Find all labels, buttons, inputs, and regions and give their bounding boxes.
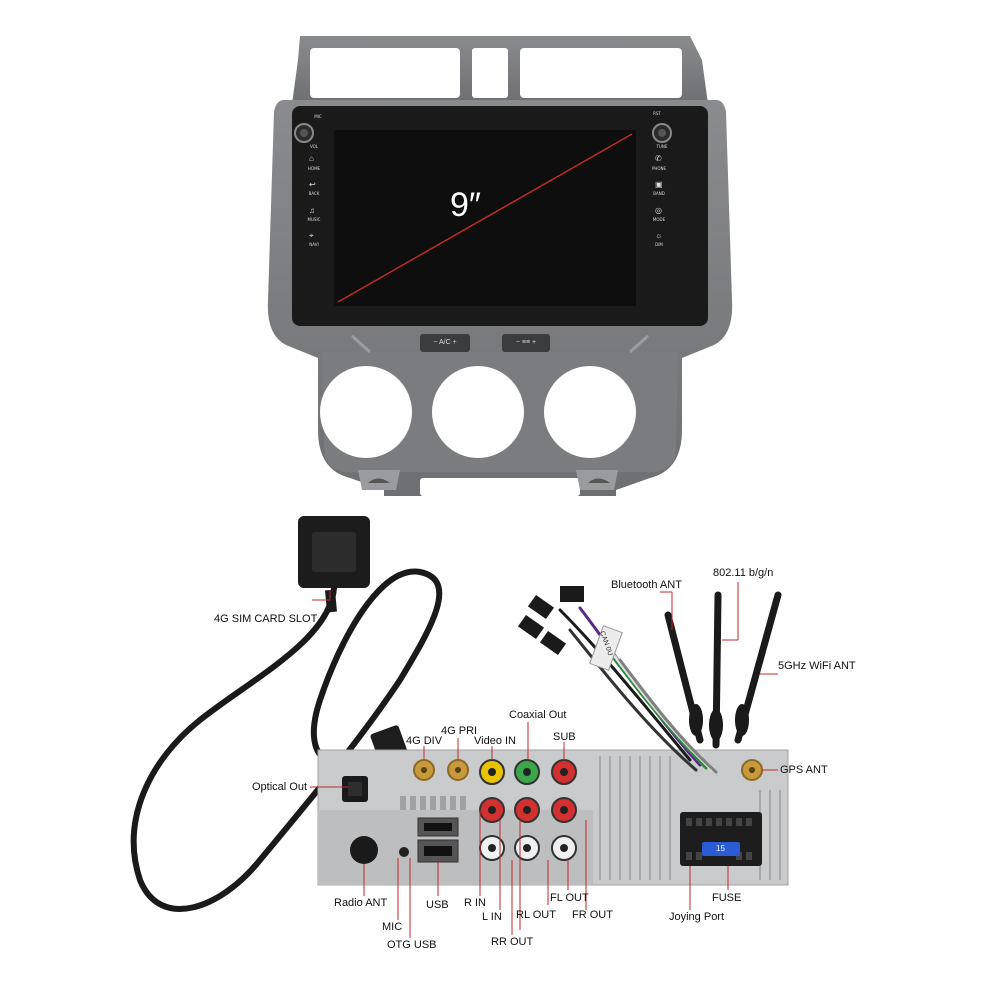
left-btn-music[interactable]: MUSIC [307, 217, 321, 222]
label-bluetooth-ant: Bluetooth ANT [611, 579, 682, 591]
label-l-in: L IN [482, 911, 502, 923]
rear-panel-diagram [130, 516, 789, 938]
label-4g-div: 4G DIV [406, 735, 443, 747]
label-fr-out: FR OUT [572, 909, 613, 921]
navi-pin-icon: ⌖ [309, 231, 314, 240]
label-wifi-24: 802.11 b/g/n [713, 567, 774, 579]
radio-icon: ▣ [655, 180, 663, 189]
right-btn-band[interactable]: BAND [653, 191, 665, 196]
defrost-button[interactable]: − ≡≡ + [502, 334, 550, 352]
screen-diagonal [337, 133, 633, 303]
label-coaxial-out: Coaxial Out [509, 709, 567, 721]
left-btn-mic[interactable]: MIC [314, 114, 322, 119]
label-rr-out: RR OUT [491, 936, 534, 948]
brightness-icon: ☼ [655, 231, 663, 240]
label-joying-port: Joying Port [669, 911, 725, 923]
mode-icon: ◎ [655, 206, 662, 215]
label-video-in: Video IN [474, 735, 516, 747]
label-usb: USB [426, 899, 449, 911]
right-btn-rst[interactable]: RST [653, 111, 661, 116]
left-btn-navi[interactable]: NAVI [309, 242, 319, 247]
right-btn-tune[interactable]: TUNE [656, 144, 668, 149]
left-btn-home[interactable]: HOME [307, 166, 321, 171]
left-btn-vol[interactable]: VOL [309, 144, 319, 149]
left-btn-back[interactable]: BACK [308, 191, 320, 196]
fuse-value: 15 [716, 844, 725, 853]
right-btn-phone[interactable]: PHONE [651, 166, 667, 171]
label-sub: SUB [553, 731, 576, 743]
label-4g-pri: 4G PRI [441, 725, 478, 737]
right-btn-dim[interactable]: DIM [655, 242, 663, 247]
label-sim-slot: 4G SIM CARD SLOT [214, 613, 318, 625]
back-icon: ↩ [309, 180, 316, 189]
label-fuse: FUSE [712, 892, 742, 904]
label-fl-out: FL OUT [550, 892, 589, 904]
phone-icon: ✆ [655, 154, 662, 163]
label-gps-ant: GPS ANT [780, 764, 828, 776]
label-mic: MIC [382, 921, 403, 933]
music-icon: ♫ [309, 206, 315, 215]
right-btn-mode[interactable]: MODE [652, 217, 666, 222]
label-wifi-5: 5GHz WiFi ANT [778, 660, 856, 672]
screen-size-label: 9″ [450, 186, 481, 224]
label-rl-out: RL OUT [516, 909, 556, 921]
label-radio-ant: Radio ANT [334, 897, 388, 909]
ac-button[interactable]: − A/C + [420, 334, 470, 352]
home-icon: ⌂ [309, 154, 314, 163]
label-r-in: R IN [464, 897, 486, 909]
label-otg-usb: OTG USB [387, 939, 437, 951]
label-optical-out: Optical Out [252, 781, 308, 793]
head-unit-frame [267, 36, 733, 496]
